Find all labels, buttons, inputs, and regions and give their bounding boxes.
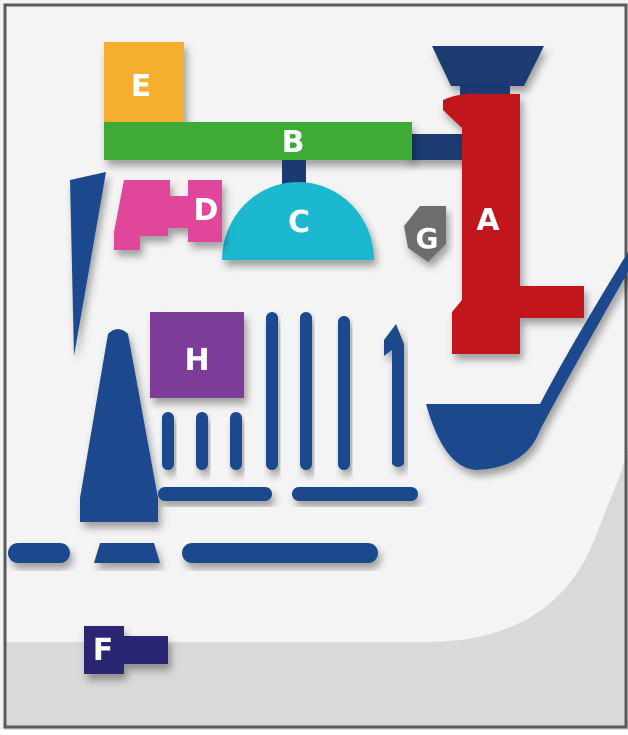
hopper — [432, 46, 544, 86]
component-a-label: A — [476, 203, 500, 238]
component-h-label: H — [184, 343, 209, 378]
hooked-bar — [384, 324, 404, 467]
component-c-label: C — [288, 205, 310, 240]
frame-border — [3, 3, 628, 729]
component-g-shape — [404, 206, 446, 262]
support-column — [80, 329, 158, 522]
component-a-shape — [443, 93, 584, 354]
collection-chute — [426, 252, 628, 470]
component-e-shape — [104, 42, 184, 126]
component-e-label: E — [131, 69, 152, 104]
component-d-label: D — [194, 193, 219, 228]
tall-bar-3 — [338, 316, 350, 470]
component-h-shape — [150, 312, 244, 398]
tall-bar-2 — [300, 312, 312, 470]
short-bar-2 — [196, 412, 208, 470]
component-f-label: F — [93, 633, 114, 668]
shelf-bar-right — [292, 487, 418, 501]
connector-b-a — [408, 134, 466, 160]
floor-bar-3 — [182, 543, 378, 563]
component-f-shape — [84, 626, 168, 674]
left-spike — [70, 172, 106, 356]
floor-bar-2 — [94, 543, 160, 563]
component-d-shape — [114, 180, 222, 250]
component-c-shape — [222, 182, 374, 260]
component-g-label: G — [416, 222, 439, 255]
component-b-shape — [104, 122, 412, 160]
tall-bar-1 — [266, 312, 278, 470]
short-bar-1 — [162, 412, 174, 470]
component-b-label: B — [282, 125, 305, 160]
floor-bar-1 — [8, 543, 70, 563]
shelf-bar-left — [158, 487, 272, 501]
short-bar-3 — [230, 412, 242, 470]
b-c-stem — [282, 160, 306, 186]
